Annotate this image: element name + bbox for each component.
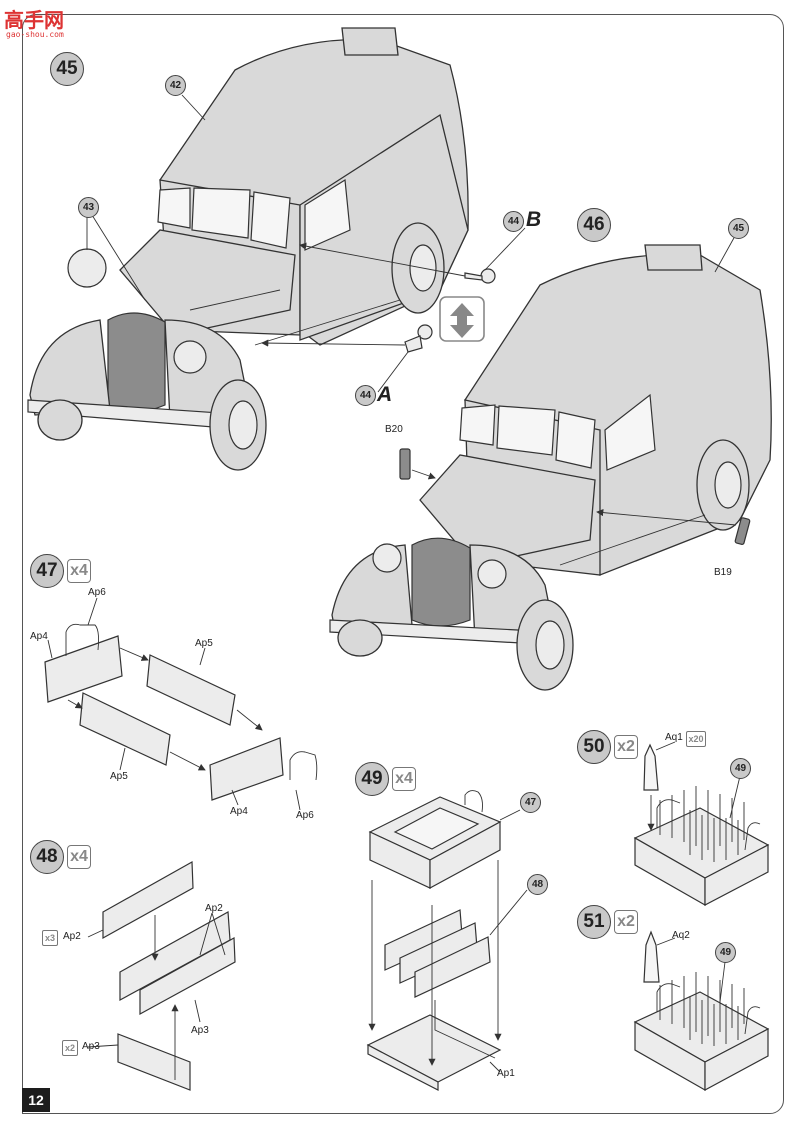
step-48-multiplier: x4 bbox=[67, 845, 91, 869]
flip-view-arrows-icon bbox=[439, 296, 485, 342]
crate-exploded-step49 bbox=[366, 790, 528, 1091]
ref-47: 47 bbox=[520, 792, 541, 813]
dividers-step48 bbox=[87, 860, 236, 1091]
part-label-aq2: Aq2 bbox=[672, 930, 690, 941]
bottle-crate-step51 bbox=[633, 930, 770, 1092]
step-51-badge: 51 bbox=[577, 905, 611, 939]
bottle-grid bbox=[659, 972, 745, 1046]
step-50-multiplier: x2 bbox=[614, 735, 638, 759]
crate-frame-step47 bbox=[44, 597, 318, 811]
step-46-badge: 46 bbox=[577, 208, 611, 242]
watermark-url: gao-shou.com bbox=[6, 30, 64, 39]
ref-44-a: 44 bbox=[355, 385, 376, 406]
part-label-b19: B19 bbox=[714, 567, 732, 578]
part-label-ap5-bottom: Ap5 bbox=[110, 771, 128, 782]
page-number: 12 bbox=[22, 1088, 50, 1112]
bottle-grid bbox=[659, 786, 745, 862]
step-47-multiplier: x4 bbox=[67, 559, 91, 583]
ref-44-b: 44 bbox=[503, 211, 524, 232]
part-label-ap4-left: Ap4 bbox=[30, 631, 48, 642]
variant-b-label: B bbox=[526, 208, 542, 231]
ref-45: 45 bbox=[728, 218, 749, 239]
step-47-badge: 47 bbox=[30, 554, 64, 588]
part-label-ap6-right: Ap6 bbox=[296, 810, 314, 821]
ref-43: 43 bbox=[78, 197, 99, 218]
step-49-badge: 49 bbox=[355, 762, 389, 796]
part-label-ap6-top: Ap6 bbox=[88, 587, 106, 598]
step-45-badge: 45 bbox=[50, 52, 84, 86]
qty-aq1: x20 bbox=[686, 731, 706, 747]
part-label-ap2-right: Ap2 bbox=[205, 903, 223, 914]
watermark-logo: 高手网 bbox=[4, 10, 64, 32]
step-49-multiplier: x4 bbox=[392, 767, 416, 791]
part-label-ap4-right: Ap4 bbox=[230, 806, 248, 817]
part-label-b20: B20 bbox=[385, 424, 403, 435]
ref-49-step50: 49 bbox=[730, 758, 751, 779]
bottle-crate-step50 bbox=[633, 741, 770, 907]
ref-42: 42 bbox=[165, 75, 186, 96]
step-48-badge: 48 bbox=[30, 840, 64, 874]
part-label-ap2-left: Ap2 bbox=[63, 931, 81, 942]
part-label-ap3-left: Ap3 bbox=[82, 1041, 100, 1052]
qty-ap2: x3 bbox=[42, 930, 58, 946]
part-label-ap1: Ap1 bbox=[497, 1068, 515, 1079]
ref-49-step51: 49 bbox=[715, 942, 736, 963]
step-50-badge: 50 bbox=[577, 730, 611, 764]
van-step46 bbox=[329, 235, 772, 691]
van-step45 bbox=[27, 27, 526, 471]
page-frame bbox=[22, 14, 784, 1114]
step-51-multiplier: x2 bbox=[614, 910, 638, 934]
part-label-ap3-right: Ap3 bbox=[191, 1025, 209, 1036]
part-label-aq1: Aq1 bbox=[665, 732, 683, 743]
qty-ap3: x2 bbox=[62, 1040, 78, 1056]
part-label-ap5-top: Ap5 bbox=[195, 638, 213, 649]
ref-48: 48 bbox=[527, 874, 548, 895]
variant-a-label: A bbox=[377, 383, 393, 406]
